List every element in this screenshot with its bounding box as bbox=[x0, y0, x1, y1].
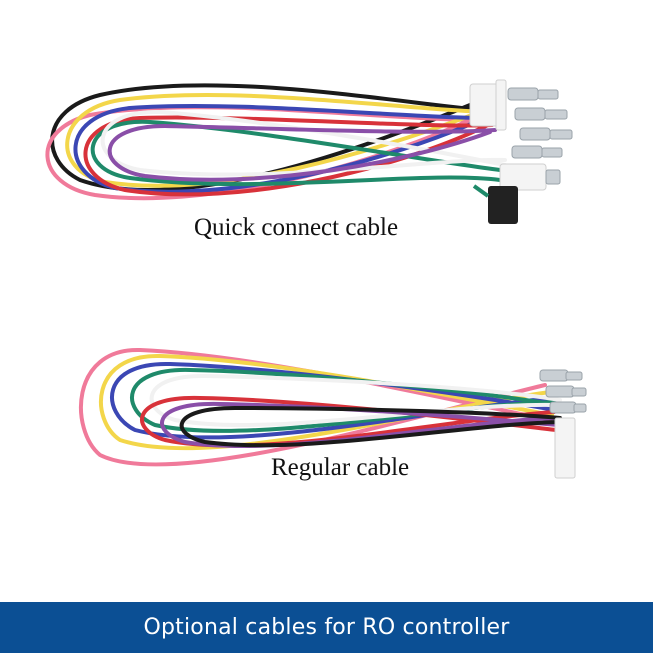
wire-white bbox=[149, 373, 562, 428]
banner-text: Optional cables for RO controller bbox=[143, 615, 510, 640]
wire-green bbox=[90, 119, 502, 187]
spade-terminals bbox=[539, 369, 587, 414]
wire-black bbox=[179, 405, 562, 448]
footer-banner: Optional cables for RO controller bbox=[0, 602, 653, 653]
wire-white bbox=[100, 109, 507, 177]
wire-purple bbox=[160, 401, 560, 449]
housing-connector-lip bbox=[495, 79, 507, 131]
wire-yellow bbox=[65, 92, 487, 188]
wire-purple bbox=[107, 123, 497, 182]
regular-cable bbox=[79, 347, 587, 479]
black-plug bbox=[488, 186, 518, 224]
regular-cable-caption: Regular cable bbox=[271, 454, 410, 481]
quick-connect-caption: Quick connect cable bbox=[194, 214, 399, 241]
spade-terminals bbox=[507, 87, 573, 159]
cables-photo bbox=[45, 79, 587, 479]
wire-red bbox=[83, 115, 494, 197]
quick-connect-cable bbox=[45, 79, 573, 224]
housing-connector bbox=[554, 417, 576, 479]
